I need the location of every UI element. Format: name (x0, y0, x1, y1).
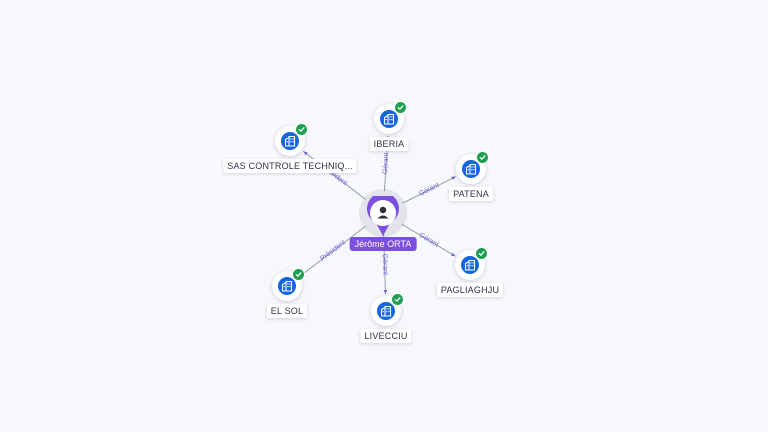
company-node-label: PAGLIAGHJU (436, 283, 504, 297)
building-icon (278, 277, 296, 295)
building-icon (380, 110, 398, 128)
person-icon (367, 196, 399, 236)
verified-check-icon (476, 151, 489, 164)
company-node-label: PATENA (449, 187, 493, 201)
company-node-circle (275, 123, 308, 156)
edge-label-el-sol: Président (319, 239, 347, 263)
edge-label-pagliaghju: Gérant (418, 232, 440, 249)
company-node-circle (371, 293, 404, 326)
edge-arrow-livecciu (383, 289, 388, 295)
company-node-circle (272, 268, 305, 301)
verified-check-icon (475, 247, 488, 260)
company-node-label: EL SOL (266, 304, 308, 318)
person-name-label: Jérôme ORTA (349, 237, 417, 251)
company-node-circle (455, 247, 488, 280)
edge-label-patena: Gérant (418, 182, 440, 198)
verified-check-icon (391, 293, 404, 306)
edge-line-patena (402, 176, 456, 204)
edge-arrow-pagliaghju (451, 252, 456, 257)
verified-check-icon (394, 101, 407, 114)
edge-arrow-patena (451, 176, 456, 181)
company-node-label: IBERIA (369, 137, 409, 151)
building-icon (462, 160, 480, 178)
company-node-label: LIVECCIU (360, 329, 412, 343)
building-icon (377, 302, 395, 320)
edge-line-pagliaghju (401, 223, 456, 257)
verified-check-icon (295, 123, 308, 136)
building-icon (461, 256, 479, 274)
edge-line-el-sol (300, 225, 366, 277)
verified-check-icon (292, 268, 305, 281)
company-node-circle (456, 151, 489, 184)
edge-label-livecciu: Gérant (381, 254, 389, 276)
building-icon (281, 132, 299, 150)
edge-label-iberia: Gérant (382, 153, 390, 175)
company-node-label: SAS CONTROLE TECHNIQ... (223, 159, 357, 173)
edge-arrow-sas-controle (303, 151, 308, 156)
company-node-circle (374, 101, 407, 134)
